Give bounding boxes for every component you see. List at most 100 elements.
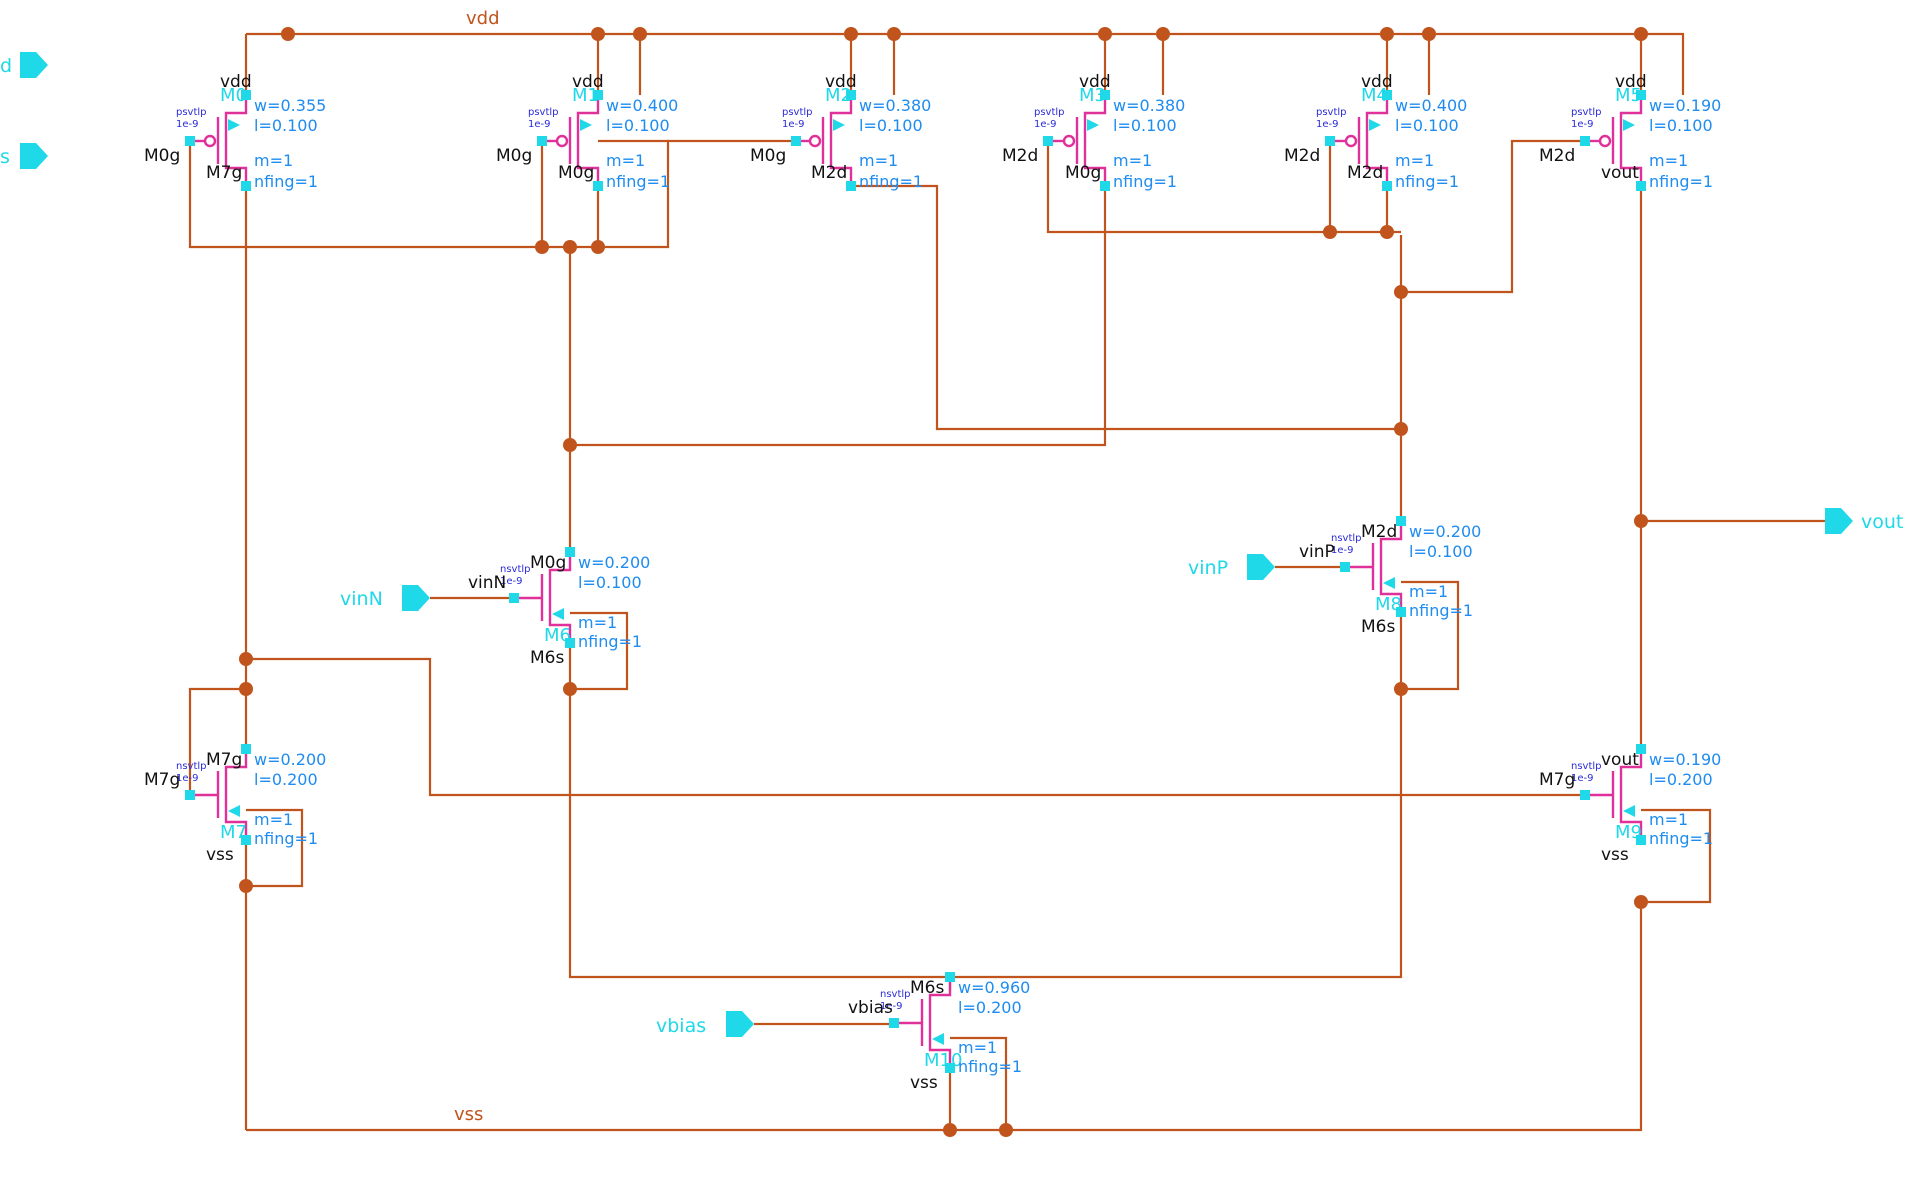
terminal-gate[interactable] xyxy=(185,790,195,800)
terminal-top[interactable] xyxy=(593,90,603,100)
wire-m6-source[interactable] xyxy=(568,643,1403,979)
terminal-gate[interactable] xyxy=(1580,790,1590,800)
param-width: w=0.960 xyxy=(958,978,1030,997)
wire-vdd-rail[interactable] xyxy=(246,32,1685,95)
terminal-bottom[interactable] xyxy=(241,835,251,845)
model-name: psvtlp xyxy=(528,107,559,118)
wire-m10-body[interactable] xyxy=(950,1036,1008,1130)
junction-dot xyxy=(999,1123,1013,1137)
net-label-source: vss xyxy=(206,845,234,865)
param-width: w=0.400 xyxy=(1395,96,1467,115)
wire-m0g-m3[interactable] xyxy=(570,186,1107,447)
wire-m9-body[interactable] xyxy=(1641,808,1712,904)
wire-m2d-m5[interactable] xyxy=(1401,139,1585,294)
transistor-m0[interactable]: psvtlp1e-9M0vddM7gM0gw=0.355l=0.100m=1nf… xyxy=(144,72,326,191)
pin-vout[interactable]: vout xyxy=(1825,508,1903,534)
pin-label: vinP xyxy=(1188,557,1228,579)
wire-m0g-bus[interactable] xyxy=(188,139,670,249)
wire-m7g-to-m9[interactable] xyxy=(246,657,1585,797)
terminal-gate[interactable] xyxy=(889,1018,899,1028)
wire-vdd-m2[interactable] xyxy=(849,34,896,95)
transistor-m1[interactable]: psvtlp1e-9M1vddM0gM0gw=0.400l=0.100m=1nf… xyxy=(496,72,678,191)
wire-m3-gate[interactable] xyxy=(1046,141,1389,234)
transistor-m3[interactable]: psvtlp1e-9M3vddM0gM2dw=0.380l=0.100m=1nf… xyxy=(1002,72,1185,191)
transistor-m10[interactable]: nsvtlp1e-9M10M6svssvbiasw=0.960l=0.200m=… xyxy=(848,972,1030,1093)
junction-dot xyxy=(1634,514,1648,528)
terminal-bottom[interactable] xyxy=(1636,181,1646,191)
terminal-bottom[interactable] xyxy=(1100,181,1110,191)
terminal-top[interactable] xyxy=(241,90,251,100)
model-length: 1e-9 xyxy=(1034,119,1057,130)
net-label-gate: M2d xyxy=(1284,146,1320,166)
terminal-gate[interactable] xyxy=(537,136,547,146)
terminal-top[interactable] xyxy=(1396,516,1406,526)
wire-vdd-m1[interactable] xyxy=(596,34,642,95)
terminal-gate[interactable] xyxy=(1580,136,1590,146)
channel-symbol xyxy=(1083,95,1107,186)
pin-vinN[interactable]: vinN xyxy=(340,585,430,611)
model-length: 1e-9 xyxy=(1571,773,1594,784)
wire-vdd-m4[interactable] xyxy=(1385,34,1431,95)
transistor-m9[interactable]: nsvtlp1e-9M9voutvssM7gw=0.190l=0.200m=1n… xyxy=(1539,744,1721,865)
terminal-bottom[interactable] xyxy=(241,181,251,191)
pin-left-2[interactable]: s xyxy=(0,143,48,169)
wire-vdd-m3[interactable] xyxy=(1103,34,1165,95)
model-length: 1e-9 xyxy=(1331,545,1354,556)
terminal-bottom[interactable] xyxy=(846,181,856,191)
terminal-gate[interactable] xyxy=(791,136,801,146)
terminal-gate[interactable] xyxy=(185,136,195,146)
pin-label: vout xyxy=(1861,511,1903,533)
pin-vbias[interactable]: vbias xyxy=(656,1011,754,1037)
wire-m2-drain[interactable] xyxy=(851,184,1403,431)
terminal-bottom[interactable] xyxy=(593,181,603,191)
param-length: l=0.100 xyxy=(1113,116,1177,135)
net-label-source: M6s xyxy=(530,648,564,668)
terminal-top[interactable] xyxy=(945,972,955,982)
transistor-m5[interactable]: psvtlp1e-9M5vddvoutM2dw=0.190l=0.100m=1n… xyxy=(1539,72,1721,191)
terminal-gate[interactable] xyxy=(1043,136,1053,146)
model-name: nsvtlp xyxy=(880,989,911,1000)
junction-dot xyxy=(239,682,253,696)
wire-m7-gate[interactable] xyxy=(188,687,246,795)
terminal-gate[interactable] xyxy=(509,593,519,603)
terminal-top[interactable] xyxy=(565,547,575,557)
wire-m6-body[interactable] xyxy=(570,611,629,691)
terminal-bottom[interactable] xyxy=(945,1063,955,1073)
terminal-bottom[interactable] xyxy=(565,638,575,648)
terminal-top[interactable] xyxy=(1382,90,1392,100)
pin-vinP[interactable]: vinP xyxy=(1188,554,1275,580)
wire-m7-body[interactable] xyxy=(246,808,304,888)
param-m: m=1 xyxy=(859,151,898,170)
param-m: m=1 xyxy=(1395,151,1434,170)
terminal-gate[interactable] xyxy=(1325,136,1335,146)
transistor-m4[interactable]: psvtlp1e-9M4vddM2dM2dw=0.400l=0.100m=1nf… xyxy=(1284,72,1467,191)
model-length: 1e-9 xyxy=(500,576,523,587)
wire-m8-body[interactable] xyxy=(1401,580,1460,691)
terminal-bottom[interactable] xyxy=(1636,835,1646,845)
channel-symbol xyxy=(224,749,248,840)
model-length: 1e-9 xyxy=(782,119,805,130)
terminal-top[interactable] xyxy=(1100,90,1110,100)
instance-name: M9 xyxy=(1615,822,1642,843)
transistor-m6[interactable]: nsvtlp1e-9M6M0gM6svinNw=0.200l=0.100m=1n… xyxy=(468,547,650,668)
terminal-top[interactable] xyxy=(1636,90,1646,100)
terminal-bottom[interactable] xyxy=(1396,607,1406,617)
transistor-m7[interactable]: nsvtlp1e-9M7M7gvssM7gw=0.200l=0.200m=1nf… xyxy=(144,744,326,865)
junction-dot xyxy=(535,240,549,254)
terminal-bottom[interactable] xyxy=(1382,181,1392,191)
net-label-drain: M0g xyxy=(558,163,594,183)
channel-symbol xyxy=(1619,95,1643,186)
wire-vss-rail[interactable] xyxy=(246,902,1643,1132)
pin-left-1[interactable]: d xyxy=(0,52,48,78)
terminal-top[interactable] xyxy=(1636,744,1646,754)
transistor-m8[interactable]: nsvtlp1e-9M8M2dM6svinPw=0.200l=0.100m=1n… xyxy=(1299,516,1481,637)
terminal-gate[interactable] xyxy=(1340,562,1350,572)
junction-dot xyxy=(887,27,901,41)
transistor-m2[interactable]: psvtlp1e-9M2vddM2dM0gw=0.380l=0.100m=1nf… xyxy=(750,72,931,191)
junction-dot xyxy=(1380,225,1394,239)
terminal-top[interactable] xyxy=(846,90,856,100)
body-arrow-icon xyxy=(1383,577,1395,589)
terminal-top[interactable] xyxy=(241,744,251,754)
